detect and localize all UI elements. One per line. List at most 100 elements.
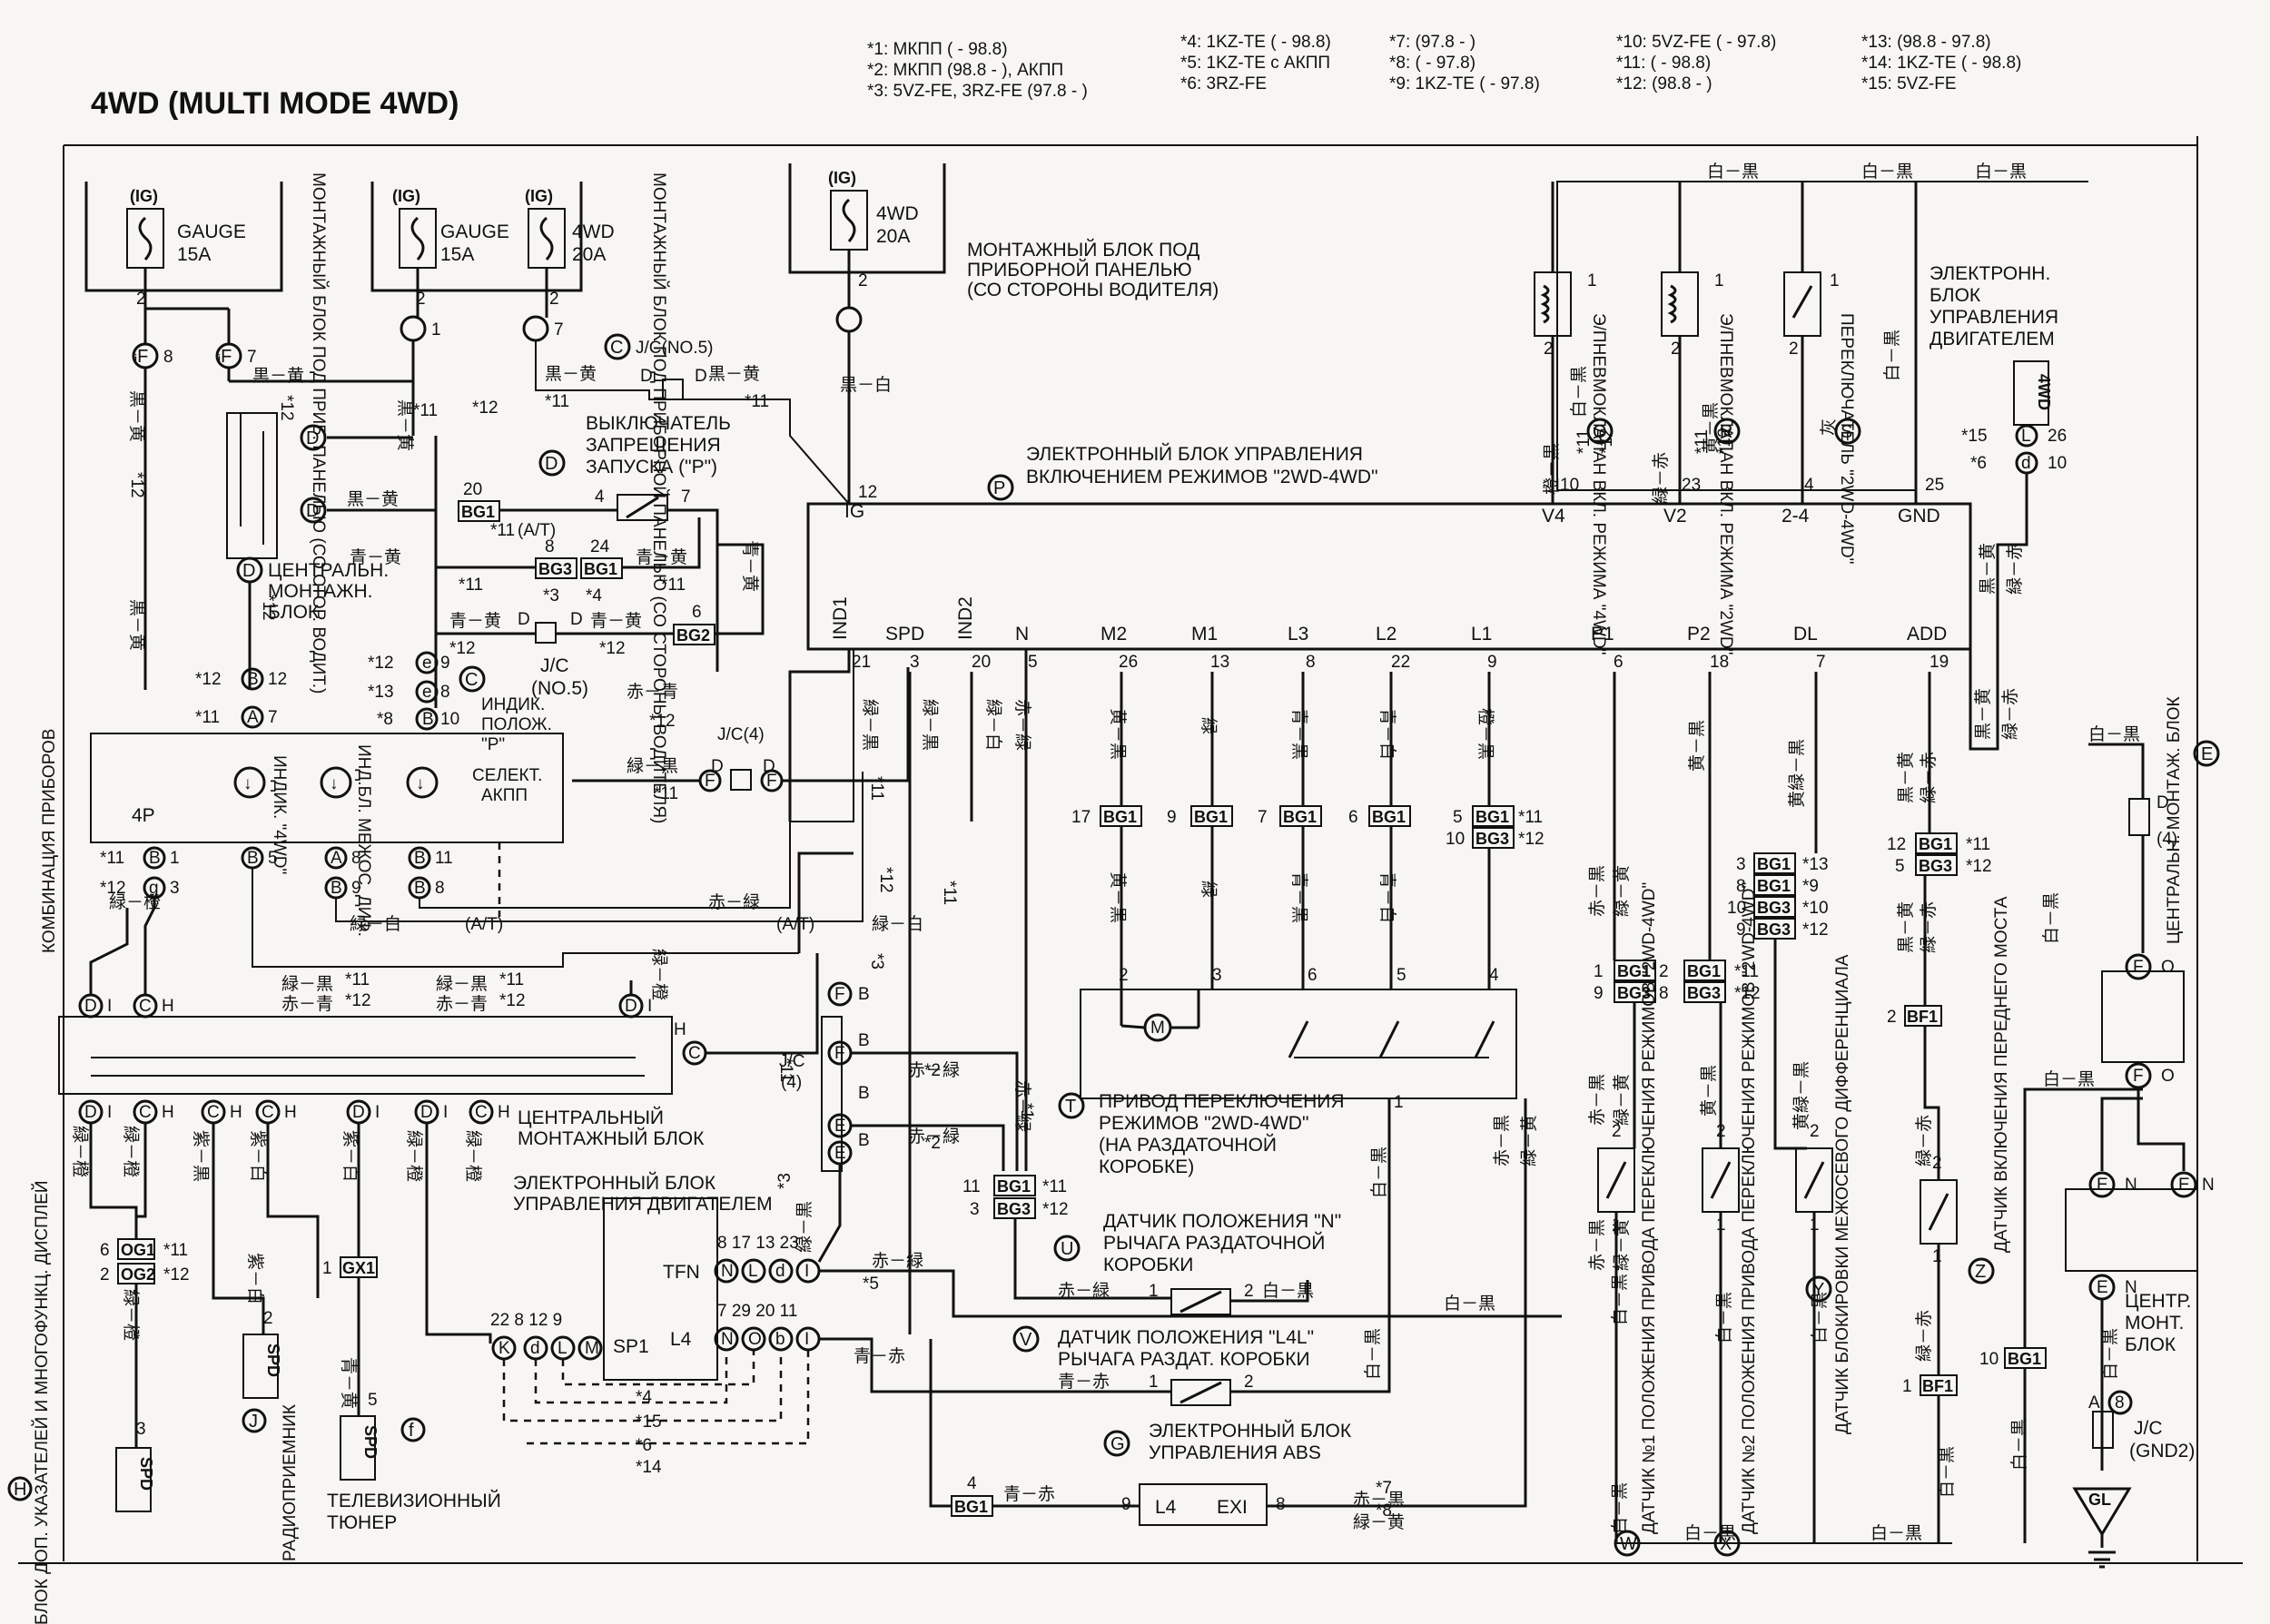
svg-text:ДАТЧИК ПОЛОЖЕНИЯ "L4L": ДАТЧИК ПОЛОЖЕНИЯ "L4L" [1058,1327,1314,1348]
svg-text:BG1: BG1 [954,1498,988,1516]
svg-text:d: d [2021,454,2031,473]
jc4-lower: F F E E BB BB J/C(4) [779,981,870,1172]
svg-text:*15: *15 [636,1412,662,1432]
svg-text:白－黒: 白－黒 [1714,1292,1734,1343]
svg-text:ЦЕНТРАЛЬН. МОНТАЖ. БЛОК: ЦЕНТРАЛЬН. МОНТАЖ. БЛОК [2165,696,2184,944]
svg-text:白－黒: 白－黒 [1569,366,1589,418]
svg-text:B: B [149,849,161,868]
svg-text:橙－黒: 橙－黒 [1542,443,1562,495]
svg-text:黄－黒: 黄－黒 [1108,708,1128,760]
svg-text:*12: *12 [1734,984,1761,1003]
fuse-box-left: (IG) GAUGE 15A 2 [84,182,283,309]
svg-text:緑－黒: 緑－黒 [436,974,488,994]
svg-text:7: 7 [247,348,257,367]
svg-text:*11: *11 [490,521,515,540]
svg-text:*12: *12 [259,595,278,621]
svg-text:E: E [2097,1176,2108,1195]
svg-text:A: A [2088,1393,2100,1412]
svg-text:ЭЛЕКТРОНН.: ЭЛЕКТРОНН. [1930,263,2050,284]
svg-text:19: 19 [1930,653,1949,672]
position-switch-2: BG1 BG3 28 *11*12 21 X ДАТЧИК №2 ПОЛОЖЕН… [1659,882,1761,1557]
svg-text:BG1: BG1 [997,1177,1031,1196]
svg-text:2: 2 [100,1265,110,1284]
svg-text:6: 6 [692,603,702,622]
svg-text:C: C [207,1103,220,1122]
svg-text:黒－黄: 黒－黄 [708,364,760,384]
svg-text:*11: *11 [1042,1177,1067,1196]
svg-text:BG1: BG1 [1919,835,1952,853]
svg-text:МОНТАЖНЫЙ БЛОК: МОНТАЖНЫЙ БЛОК [518,1127,705,1149]
svg-text:1: 1 [1587,271,1597,290]
svg-text:ЗАПУСКА ("P"): ЗАПУСКА ("P") [586,457,717,477]
svg-text:BG1: BG1 [1757,855,1791,873]
svg-text:*12: *12 [1518,830,1545,849]
svg-text:*4: *4 [586,586,602,605]
svg-text:ЗАПРЕЩЕНИЯ: ЗАПРЕЩЕНИЯ [586,435,721,456]
svg-text:*12: *12 [345,991,371,1010]
svg-text:2: 2 [1244,1373,1254,1392]
svg-text:СЕЛЕКТ.: СЕЛЕКТ. [472,766,542,785]
svg-text:*15: *15 [1961,427,1988,446]
svg-text:BG3: BG3 [1757,920,1791,939]
svg-text:赤－黒: 赤－黒 [1587,1074,1607,1126]
svg-text:O: O [748,1330,762,1349]
svg-text:6: 6 [1614,653,1624,672]
svg-text:BG3: BG3 [1757,899,1791,917]
svg-text:9: 9 [440,654,450,673]
svg-text:青－黒: 青－黒 [1289,871,1309,923]
svg-text:7 29 20 11: 7 29 20 11 [717,1302,797,1321]
svg-text:*7: (97.8 - ): *7: (97.8 - ) [1389,33,1476,52]
fuse-box-middle: (IG) GAUGE 15A (IG) 4WD 20A 2 2 [370,182,615,309]
svg-text:3: 3 [1736,855,1746,874]
actuator-wires: 黄－黒 緑 青－黒 青－白 橙－黒 黄－黒 緑 青－黒 青－白 [1108,672,1495,989]
svg-text:*12: *12 [499,991,526,1010]
svg-text:白－黒: 白－黒 [1262,1281,1314,1301]
svg-text:BG2: BG2 [676,626,710,645]
svg-text:D: D [695,367,707,386]
central-jb-small: D D D ЦЕНТРАЛЬН. МОНТАЖН. БЛОК [226,412,389,623]
svg-text:9: 9 [1594,984,1604,1003]
svg-text:C: C [139,1103,152,1122]
svg-text:紫－黒: 紫－黒 [191,1130,211,1182]
svg-text:(GND2): (GND2) [2129,1441,2195,1462]
svg-text:*2: МКПП (98.8 - ), АКПП: *2: МКПП (98.8 - ), АКПП [867,61,1063,80]
svg-text:УПРАВЛЕНИЯ: УПРАВЛЕНИЯ [1930,307,2058,328]
svg-text:(A/T): (A/T) [518,521,556,540]
svg-text:*9: 1KZ-TE ( - 97.8): *9: 1KZ-TE ( - 97.8) [1389,74,1540,94]
svg-text:10: 10 [2048,454,2067,473]
svg-text:(IG): (IG) [392,187,420,205]
svg-text:D: D [570,610,583,629]
svg-text:*1: *1 [1017,1103,1036,1119]
svg-text:緑－黄: 緑－黄 [1353,1512,1405,1532]
svg-text:DL: DL [1793,624,1818,645]
svg-text:緑－赤: 緑－赤 [1914,1115,1934,1166]
svg-text:P1: P1 [1591,624,1614,645]
svg-text:I: I [804,1330,809,1349]
svg-text:H: H [14,1480,26,1500]
svg-text:D: D [518,610,530,629]
svg-text:EXI: EXI [1217,1497,1248,1518]
svg-text:↓: ↓ [416,774,425,793]
svg-text:D: D [352,1103,365,1122]
svg-text:D: D [640,367,653,386]
svg-text:O: O [2161,1067,2175,1086]
multi-display-unit: OG1 OG2 62 *11*12 SPD 3 H БЛОК ДОП. УКАЗ… [7,1180,190,1624]
svg-text:f: f [409,1421,414,1441]
svg-text:白－黒: 白－黒 [1975,162,2027,182]
svg-text:緑－橙: 緑－橙 [121,1126,141,1177]
svg-text:B: B [422,710,434,729]
svg-text:(СО СТОРОНЫ ВОДИТЕЛЯ): (СО СТОРОНЫ ВОДИТЕЛЯ) [967,280,1219,300]
svg-text:H: H [162,1103,174,1122]
svg-text:黒－黄: 黒－黄 [1896,752,1916,803]
svg-text:ИНД.БЛ. МЕЖОС. ДИФ.: ИНД.БЛ. МЕЖОС. ДИФ. [354,744,373,937]
svg-text:10: 10 [1446,830,1465,849]
svg-text:黄－黒: 黄－黒 [1701,402,1721,454]
combination-meter: 4P ↓ ↓ ↓ ИНДИК. "4WD" ИНД.БЛ. МЕЖОС. ДИФ… [90,667,564,937]
svg-text:F: F [834,1044,845,1063]
ecu-bottom-pins: IND1 SPD IND2 N M2 M1 L3 L2 L1 P1 P2 DL … [830,596,1949,672]
svg-text:赤－黒: 赤－黒 [1353,1490,1405,1510]
